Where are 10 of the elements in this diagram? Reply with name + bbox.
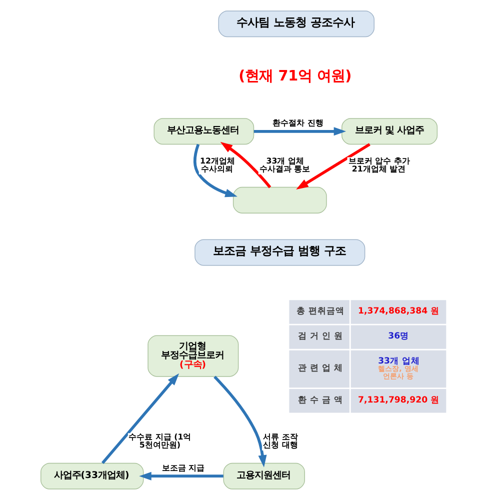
label: 관 련 업 체 (297, 363, 342, 374)
label: 환 수 금 액 (297, 395, 342, 406)
label: 1,374,868,384 원 (358, 306, 440, 316)
label: (현재 71억 여원) (238, 68, 352, 84)
label: 헬스장, 영세 언론사 등 (378, 364, 418, 380)
label: 검 거 인 원 (297, 332, 342, 342)
label: 총 편취금액 (296, 306, 344, 316)
label: 7,131,798,920 원 (358, 395, 440, 406)
label: 36명 (388, 332, 409, 342)
label: 33개 업체 (378, 356, 420, 367)
